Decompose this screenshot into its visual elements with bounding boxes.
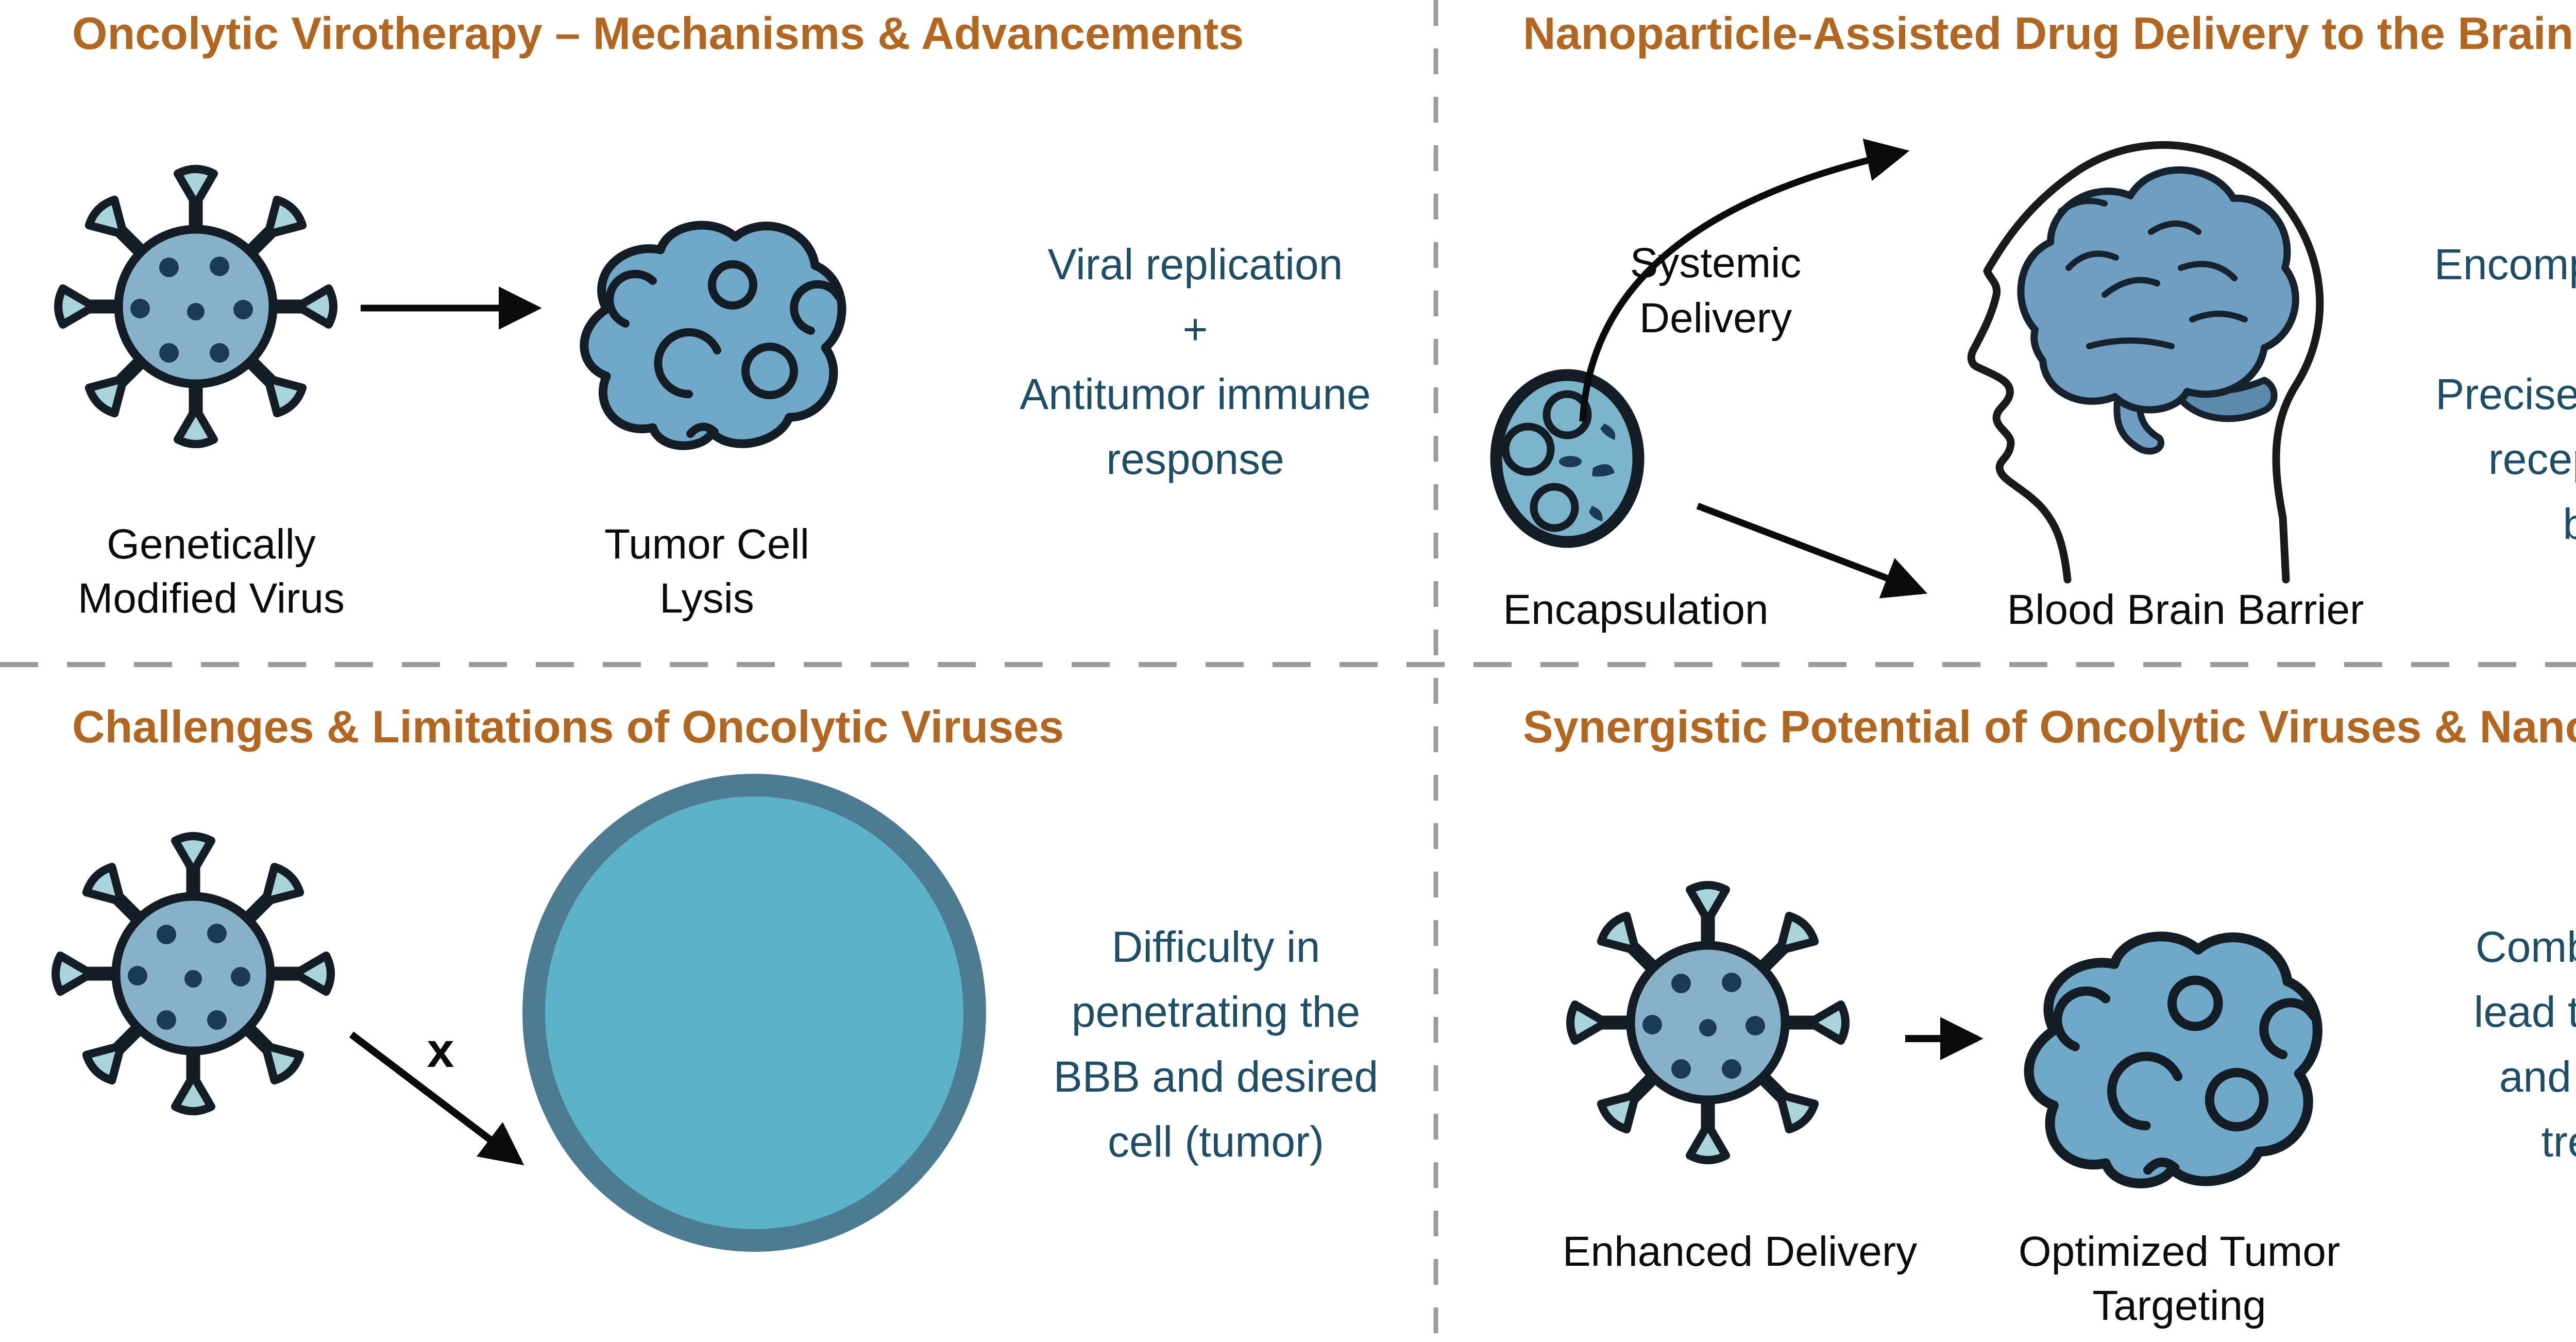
virus-icon — [1570, 885, 1845, 1160]
tumor-cell-lysis-caption: Tumor Cell Lysis — [604, 521, 809, 622]
quadrant-title-synergistic-potential: Synergistic Potential of Oncolytic Virus… — [1523, 701, 2576, 752]
blocked-arrow-icon — [349, 1031, 524, 1166]
systemic-delivery-arrow-icon — [1579, 139, 1910, 422]
enhanced-delivery-caption: Enhanced Delivery — [1562, 1228, 1918, 1275]
encompass-bbb-note: Encompass the BBB + Precise delivery wit… — [2434, 240, 2576, 548]
quadrant-title-oncolytic-virotherapy: Oncolytic Virotherapy – Mechanisms & Adv… — [72, 8, 1244, 59]
quadrant-title-nanoparticle-delivery: Nanoparticle-Assisted Drug Delivery to t… — [1523, 8, 2574, 59]
difficulty-penetrating-note: Difficulty in penetrating the BBB and de… — [1053, 923, 1379, 1166]
bbb-arrow-icon — [1696, 502, 1927, 599]
nanoparticle-icon — [1496, 375, 1638, 542]
tumor-cell-icon — [584, 225, 842, 446]
virus-icon — [58, 169, 333, 444]
virus-icon — [56, 836, 331, 1111]
quadrant-title-challenges: Challenges & Limitations of Oncolytic Vi… — [72, 701, 1064, 752]
encapsulation-caption: Encapsulation — [1503, 586, 1769, 633]
brain-head-icon — [1967, 141, 2324, 584]
combined-effect-note: Combined effect lead to complete and coh… — [2473, 923, 2576, 1166]
tumor-cell-icon — [2029, 937, 2317, 1183]
genetically-modified-virus-caption: Genetically Modified Virus — [77, 521, 345, 622]
optimized-tumor-targeting-caption: Optimized Tumor Targeting — [2018, 1228, 2341, 1329]
cell-circle-icon — [522, 774, 986, 1252]
viral-replication-note: Viral replication + Antitumor immune res… — [1020, 240, 1371, 483]
systemic-delivery-label: Systemic Delivery — [1630, 240, 1802, 342]
blocked-x-label: x — [427, 1023, 454, 1078]
blood-brain-barrier-caption: Blood Brain Barrier — [2007, 586, 2364, 633]
